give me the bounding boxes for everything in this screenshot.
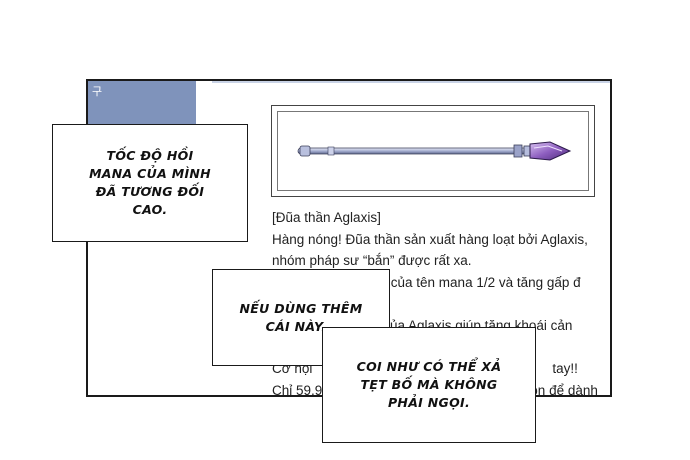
speech-bubble-3: COI NHƯ CÓ THỂ XẢ TẸT BỐ MÀ KHÔNG PHẢI N… xyxy=(322,327,536,443)
shop-window: 구 xyxy=(86,79,612,397)
description-line: ón của tên mana 1/2 và tăng gấp đ xyxy=(372,274,581,290)
speech-bubble-text: NẾU DÙNG THÊM CÁI NÀY... xyxy=(239,300,363,334)
speech-bubble-text: TỐC ĐỘ HỒI MANA CỦA MÌNH ĐÃ TƯƠNG ĐỐI CA… xyxy=(89,148,211,217)
speech-bubble-1: TỐC ĐỘ HỒI MANA CỦA MÌNH ĐÃ TƯƠNG ĐỐI CA… xyxy=(52,124,248,242)
item-image-frame xyxy=(271,105,595,197)
description-line: [Đũa thần Aglaxis] xyxy=(272,210,381,225)
description-line-end: tay!! xyxy=(552,361,578,377)
top-strip xyxy=(212,81,610,83)
wand-icon xyxy=(297,141,572,161)
description-line-end: on để dành xyxy=(530,382,598,397)
description-line: nhóm pháp sư “bắn” được rất xa. xyxy=(272,253,472,269)
sidebar-tab-label: 구 xyxy=(92,85,103,98)
item-image xyxy=(277,111,589,191)
speech-bubble-text: COI NHƯ CÓ THỂ XẢ TẸT BỐ MÀ KHÔNG PHẢI N… xyxy=(356,359,502,410)
description-line: Chỉ 59,9 on để dành xyxy=(272,380,598,397)
description-line: Hàng nóng! Đũa thần sản xuất hàng loạt b… xyxy=(272,231,588,247)
obscured-line-start: Chỉ 59,9 xyxy=(272,382,323,397)
